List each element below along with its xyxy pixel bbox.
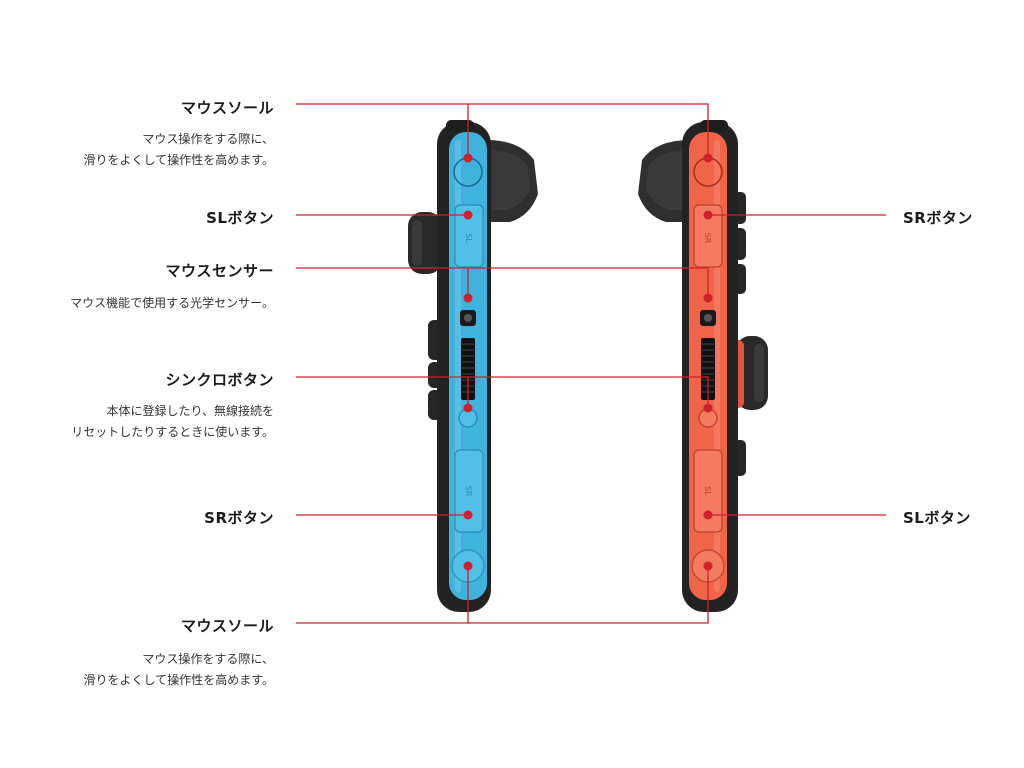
label-mouse-sole-bottom: マウスソール	[180, 617, 274, 635]
right-trigger-face	[646, 150, 684, 210]
callout-lines	[296, 103, 886, 624]
right-sr-text: SR	[703, 233, 712, 244]
dot-left-top-sole	[463, 153, 473, 163]
left-sl-text: SL	[464, 233, 473, 243]
dot-right-top-sole	[703, 153, 713, 163]
dot-left-sl	[463, 210, 473, 220]
dot-left-sync	[463, 403, 473, 413]
callout-mouse-sole-top-right	[296, 103, 709, 158]
label-sr-button-left: SRボタン	[204, 509, 274, 527]
right-stick-grip	[754, 344, 764, 402]
desc-mouse-sole-bottom: マウス操作をする際に、 滑りをよくして操作性を高めます。	[83, 652, 274, 687]
dot-right-sync	[703, 403, 713, 413]
left-sensor-lens	[464, 314, 472, 322]
label-sync-button: シンクロボタン	[165, 371, 274, 389]
desc-mouse-sensor: マウス機能で使用する光学センサー。	[70, 296, 274, 310]
dot-left-sr	[463, 510, 473, 520]
label-mouse-sensor: マウスセンサー	[165, 262, 274, 280]
left-joycon: SL SR	[408, 120, 538, 612]
left-sl-button	[454, 204, 484, 268]
callout-sensor-right	[296, 267, 709, 298]
right-sl-button	[693, 449, 723, 533]
left-sr-text: SR	[464, 486, 473, 497]
label-sl-button-left: SLボタン	[206, 209, 274, 227]
right-sr-button	[693, 204, 723, 268]
dot-right-sr	[703, 210, 713, 220]
dot-right-sensor	[703, 293, 713, 303]
dot-right-bottom-sole	[703, 561, 713, 571]
desc-sync-button: 本体に登録したり、無線接続を リセットしたりするときに使います。	[71, 404, 274, 439]
callout-dots	[463, 153, 713, 571]
right-rail-slot	[701, 338, 715, 400]
left-stick-grip	[412, 220, 422, 266]
right-joycon: SR SL	[638, 120, 768, 612]
callout-mouse-sole-bottom-right	[296, 566, 709, 624]
right-sl-text: SL	[703, 486, 712, 496]
callout-sync-right	[296, 376, 709, 408]
label-sr-button-right: SRボタン	[903, 209, 973, 227]
left-top-nub	[446, 120, 474, 132]
right-top-nub	[700, 120, 728, 132]
dot-right-sl	[703, 510, 713, 520]
label-mouse-sole-top: マウスソール	[180, 99, 274, 117]
right-sensor-lens	[704, 314, 712, 322]
desc-mouse-sole-top: マウス操作をする際に、 滑りをよくして操作性を高めます。	[83, 132, 274, 167]
left-rail-slot	[461, 338, 475, 400]
dot-left-bottom-sole	[463, 561, 473, 571]
dot-left-sensor	[463, 293, 473, 303]
left-trigger-face	[492, 150, 530, 210]
label-sl-button-right: SLボタン	[903, 509, 971, 527]
left-sr-button	[454, 449, 484, 533]
